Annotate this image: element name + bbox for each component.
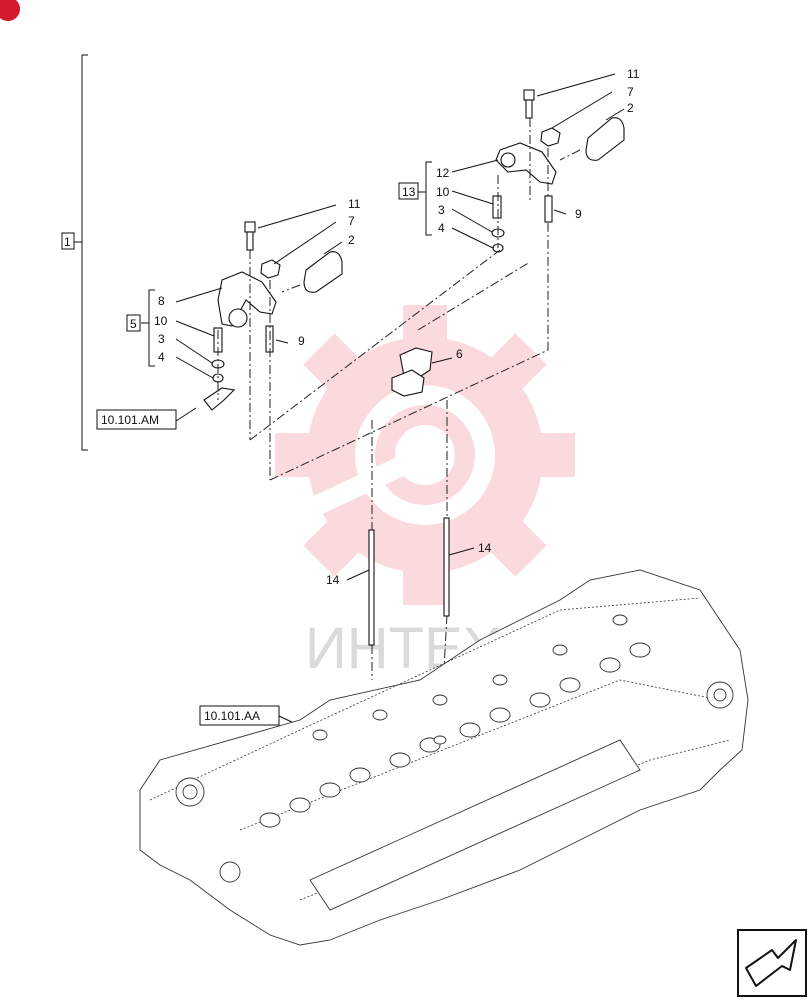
callout-6: 6 (456, 347, 463, 361)
callout-9-upper: 9 (575, 207, 582, 221)
callout-assembly-1: 1 (64, 235, 71, 249)
callout-4-upper: 4 (438, 221, 445, 235)
ref-link-head[interactable]: 10.101.AA (204, 709, 260, 723)
callout-7-lower: 7 (348, 214, 355, 228)
axis-line-c (417, 261, 531, 331)
valve-bridge (391, 347, 453, 397)
upper-rocker-group (398, 73, 625, 253)
callout-9-lower: 9 (298, 334, 305, 348)
callout-2-lower: 2 (348, 233, 355, 247)
callout-11-lower: 11 (348, 197, 361, 211)
axis-line-b (269, 222, 549, 481)
pushrod-left (346, 529, 375, 646)
ref-link-rocker[interactable]: 10.101.AM (101, 413, 159, 427)
callout-8-lower: 8 (158, 294, 165, 308)
callout-2-upper: 2 (627, 101, 634, 115)
callout-14-right: 14 (478, 541, 492, 555)
callout-10-lower: 10 (154, 314, 168, 328)
ref-box-rocker[interactable] (96, 409, 177, 430)
pushrod-right (443, 517, 475, 617)
callout-group-13: 13 (402, 185, 416, 199)
cylinder-head (139, 569, 749, 946)
callout-group-5: 5 (130, 317, 137, 331)
callout-14-left: 14 (326, 573, 340, 587)
next-page-arrow-icon[interactable] (737, 929, 807, 997)
callout-3-lower: 3 (158, 332, 165, 346)
callout-10-upper: 10 (436, 185, 450, 199)
assembly-bracket (61, 54, 88, 451)
watermark (275, 305, 575, 605)
callout-11-upper: 11 (627, 67, 640, 81)
axis-line-a (249, 249, 501, 441)
callout-12-upper: 12 (436, 166, 450, 180)
lower-rocker-group (126, 204, 343, 480)
brand-badge-icon (0, 0, 21, 22)
callout-3-upper: 3 (438, 203, 445, 217)
watermark-gear-icon (275, 305, 575, 605)
callout-7-upper: 7 (627, 85, 634, 99)
ref-box-head[interactable] (199, 705, 280, 726)
callout-4-lower: 4 (158, 350, 165, 364)
